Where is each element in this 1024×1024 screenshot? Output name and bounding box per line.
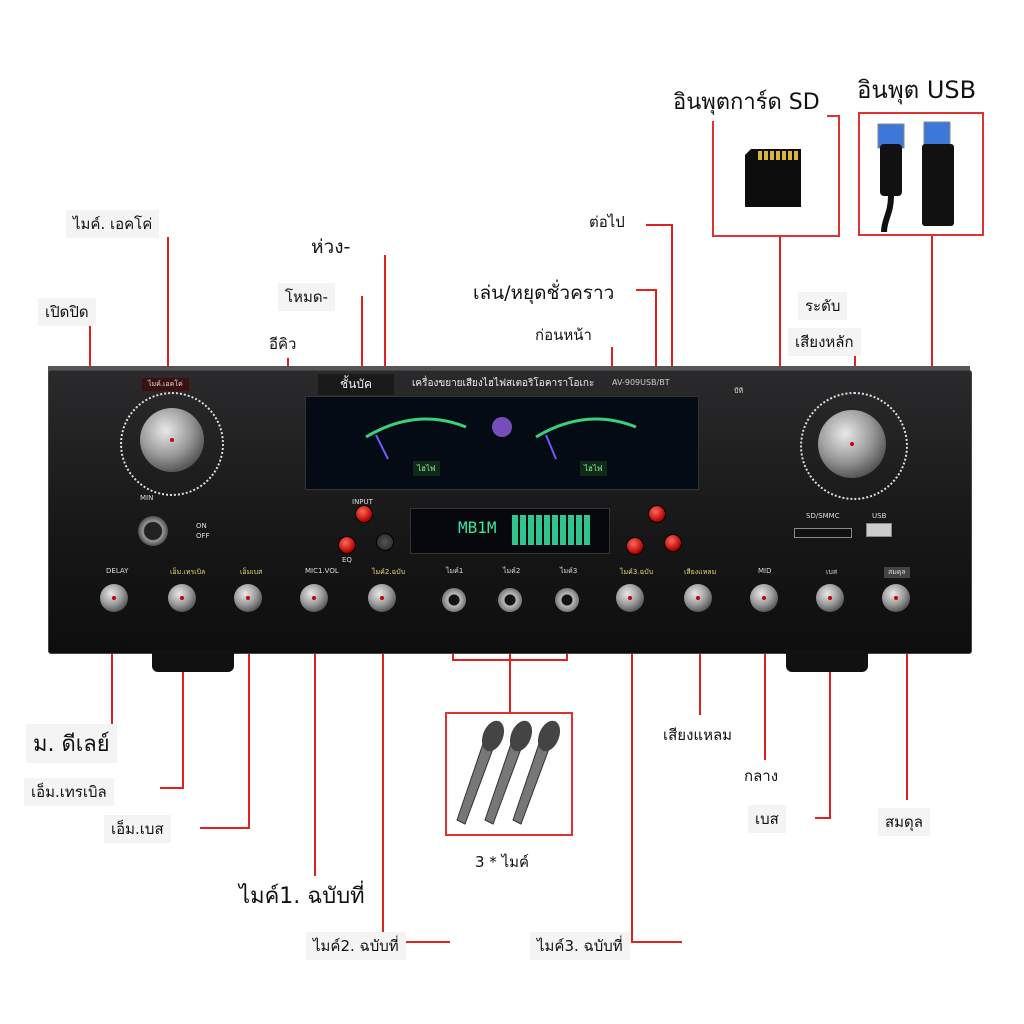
- previous-callout: ก่อนหน้า: [528, 321, 599, 349]
- mic3-jack[interactable]: [555, 588, 579, 612]
- min-label: MIN: [140, 494, 154, 502]
- mic1-vol-knob[interactable]: [300, 584, 328, 612]
- mic-echo-callout: ไมค์. เอคโค่: [66, 210, 160, 238]
- usb-input-label: อินพุต USB: [850, 68, 984, 111]
- hifi-right-label: ไฮไฟ: [580, 461, 607, 476]
- m-treble-callout: เอ็ม.เทรเบิล: [24, 778, 114, 806]
- play-pause-callout: เล่น/หยุดชั่วคราว: [466, 276, 622, 310]
- loop-button[interactable]: [376, 533, 394, 551]
- main-volume-scale: [800, 392, 908, 500]
- vu-meter-display: [305, 396, 699, 490]
- mid-knob[interactable]: [750, 584, 778, 612]
- sd-input-label: อินพุตการ์ด SD: [666, 82, 827, 121]
- sd-slot-label: SD/SMMC: [806, 512, 840, 520]
- spectrum-bars: [512, 515, 592, 545]
- treble-callout: เสียงแหลม: [656, 721, 740, 749]
- m-bass-knob[interactable]: [234, 584, 262, 612]
- main-volume-knob[interactable]: [818, 410, 886, 478]
- usb-port[interactable]: [866, 523, 892, 537]
- mic2-vol-knob[interactable]: [368, 584, 396, 612]
- lcd-text: MB1M: [458, 518, 497, 537]
- mic-echo-knob[interactable]: [140, 408, 204, 472]
- power-switch[interactable]: [138, 516, 168, 546]
- mic1-jack[interactable]: [442, 588, 466, 612]
- bluetooth-label: บีที: [734, 387, 744, 395]
- mode-input-button[interactable]: [355, 505, 373, 523]
- mic3-vol-knob[interactable]: [616, 584, 644, 612]
- hifi-left-label: ไฮไฟ: [413, 461, 440, 476]
- m-treble-knob-label: เอ็ม.เทรเบิล: [170, 568, 206, 576]
- mic1-vol-callout: ไมค์1. ฉบับที่: [232, 876, 372, 915]
- sd-card-photo-box: [712, 115, 840, 237]
- next-button[interactable]: [664, 534, 682, 552]
- power-callout: เปิดปิด: [38, 298, 96, 326]
- mic2-jack[interactable]: [498, 588, 522, 612]
- mic3-vol-knob-label: ไมค์3.ฉบับ: [620, 568, 654, 576]
- loop-callout: ห่วง-: [304, 230, 358, 264]
- mic1-jack-label: ไมค์1: [446, 567, 464, 575]
- sd-card-slot[interactable]: [794, 528, 852, 538]
- usb-port-label: USB: [872, 512, 887, 520]
- amplifier-title: เครื่องขยายเสียงไฮไฟสเตอริโอคาราโอเกะ: [412, 378, 595, 389]
- previous-button[interactable]: [626, 537, 644, 555]
- amplifier-foot-left: [152, 650, 234, 672]
- m-treble-knob[interactable]: [168, 584, 196, 612]
- m-delay-callout: ม. ดีเลย์: [26, 724, 117, 763]
- balance-knob-label: สมดุล: [884, 567, 910, 578]
- mic3-jack-label: ไมค์3: [560, 567, 578, 575]
- delay-knob-label: DELAY: [106, 567, 129, 575]
- mid-knob-label: MID: [758, 567, 772, 575]
- next-callout: ต่อไป: [582, 208, 632, 236]
- mic3-vol-callout: ไมค์3. ฉบับที่: [530, 932, 630, 960]
- eq-label: EQ: [342, 556, 352, 564]
- usb-cable-icon: [877, 121, 954, 233]
- eq-button[interactable]: [338, 536, 356, 554]
- mic-echo-scale: [120, 392, 224, 496]
- usb-cable-photo-box: [858, 112, 984, 236]
- m-bass-knob-label: เอ็มเบส: [240, 568, 263, 576]
- three-mics-callout: 3 * ไมค์: [468, 848, 537, 876]
- m-bass-callout: เอ็ม.เบส: [104, 815, 171, 843]
- amplifier-model: AV-909USB/BT: [612, 378, 670, 387]
- sd-card-icon: [745, 149, 801, 207]
- volume-level-callout: ระดับ: [798, 292, 848, 320]
- balance-knob[interactable]: [882, 584, 910, 612]
- treble-knob[interactable]: [684, 584, 712, 612]
- input-label: INPUT: [352, 498, 373, 506]
- bass-knob-label: เบส: [826, 568, 838, 576]
- mid-callout: กลาง: [737, 762, 786, 790]
- mic2-vol-callout: ไมค์2. ฉบับที่: [306, 932, 406, 960]
- bass-callout: เบส: [748, 805, 786, 833]
- amplifier-foot-right: [786, 650, 868, 672]
- mode-callout: โหมด-: [278, 283, 335, 311]
- play-pause-button[interactable]: [648, 505, 666, 523]
- vu-meters: [365, 417, 637, 460]
- treble-knob-label: เสียงแหลม: [684, 568, 717, 576]
- bass-knob[interactable]: [816, 584, 844, 612]
- mic1-vol-knob-label: MIC1.VOL: [305, 567, 339, 575]
- sub-bar-label: ชั้นบัค: [318, 374, 394, 395]
- off-label: OFF: [196, 532, 210, 540]
- eq-callout: อีคิว: [262, 330, 304, 358]
- mic-echo-knob-label: ไมค์.เอคโค่: [142, 378, 189, 391]
- delay-knob[interactable]: [100, 584, 128, 612]
- mic2-vol-knob-label: ไมค์2.ฉบับ: [372, 568, 406, 576]
- main-volume-callout: เสียงหลัก: [788, 328, 861, 356]
- microphones-icon: [456, 720, 561, 825]
- microphones-photo-box: [445, 712, 573, 836]
- balance-callout: สมดุล: [878, 808, 930, 836]
- mic2-jack-label: ไมค์2: [503, 567, 521, 575]
- on-label: ON: [196, 522, 207, 530]
